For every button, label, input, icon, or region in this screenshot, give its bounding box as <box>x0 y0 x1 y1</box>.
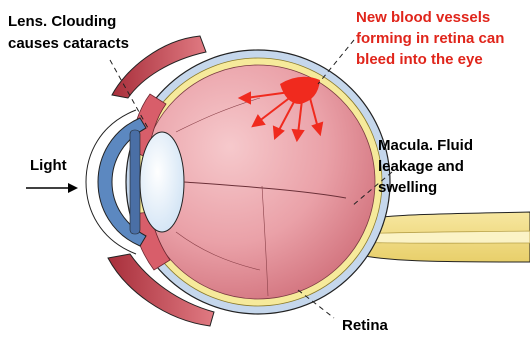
iris <box>130 130 140 234</box>
light-arrowhead <box>68 183 78 193</box>
lens <box>140 132 184 232</box>
label-vessels-line1: New blood vessels <box>356 9 490 26</box>
label-retina: Retina <box>342 317 389 334</box>
label-vessels-line3: bleed into the eye <box>356 51 483 68</box>
label-lens-line2: causes cataracts <box>8 35 129 52</box>
label-lens-line1: Lens. Clouding <box>8 13 116 30</box>
label-light: Light <box>30 157 67 174</box>
label-macula-line1: Macula. Fluid <box>378 137 473 154</box>
label-macula-line2: leakage and <box>378 158 464 175</box>
label-vessels-line2: forming in retina can <box>356 30 504 47</box>
label-macula-line3: swelling <box>378 179 437 196</box>
